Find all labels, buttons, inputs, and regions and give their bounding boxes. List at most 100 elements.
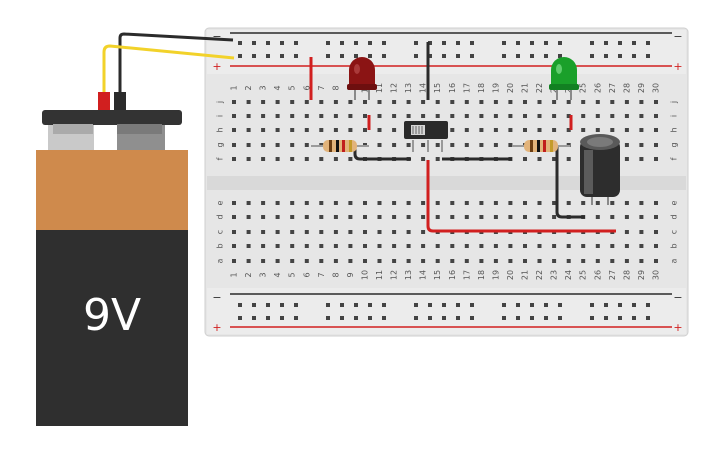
red-led xyxy=(347,57,377,100)
rail-hole xyxy=(382,54,386,58)
terminal-hole xyxy=(654,100,658,104)
terminal-hole xyxy=(319,201,324,205)
terminal-hole xyxy=(595,128,600,132)
terminal-hole xyxy=(493,244,498,248)
terminal-hole xyxy=(493,128,498,132)
terminal-hole xyxy=(377,201,382,205)
rail-hole xyxy=(604,54,608,58)
terminal-hole xyxy=(435,157,440,161)
column-number-bottom: 19 xyxy=(491,270,500,280)
terminal-hole xyxy=(319,259,324,263)
rail-hole xyxy=(414,54,418,58)
terminal-hole xyxy=(392,244,397,248)
terminal-hole xyxy=(435,143,440,147)
rail-hole xyxy=(238,41,242,45)
terminal-hole xyxy=(610,244,615,248)
column-number-top: 16 xyxy=(448,83,457,93)
rail-hole xyxy=(618,54,622,58)
rail-hole xyxy=(368,316,372,320)
column-number-bottom: 8 xyxy=(331,272,340,277)
rail-hole xyxy=(632,54,636,58)
rail-hole xyxy=(280,303,284,307)
terminal-hole xyxy=(595,100,600,104)
column-number-bottom: 20 xyxy=(506,270,515,280)
column-number-bottom: 28 xyxy=(622,270,631,280)
terminal-hole xyxy=(610,201,615,205)
terminal-hole xyxy=(508,244,513,248)
terminal-hole xyxy=(523,259,527,263)
rail-hole xyxy=(470,41,474,45)
rail-hole xyxy=(456,316,460,320)
terminal-hole xyxy=(464,143,469,147)
terminal-hole xyxy=(581,100,586,104)
rail-hole xyxy=(238,316,242,320)
red-wire-bottom xyxy=(426,160,616,233)
terminal-hole xyxy=(421,100,426,104)
terminal-hole xyxy=(275,215,280,219)
terminal-hole xyxy=(232,259,236,263)
column-number-bottom: 3 xyxy=(259,272,268,277)
column-number-bottom: 26 xyxy=(593,270,602,280)
terminal-hole xyxy=(275,114,280,118)
column-number-top: 29 xyxy=(637,83,646,93)
column-number-bottom: 30 xyxy=(652,270,661,280)
terminal-hole xyxy=(566,244,571,248)
rail-hole xyxy=(646,316,650,320)
top-power-rail xyxy=(207,30,686,74)
terminal-hole xyxy=(421,230,426,234)
rail-hole xyxy=(340,41,344,45)
terminal-hole xyxy=(610,100,615,104)
terminal-hole xyxy=(392,201,397,205)
terminal-hole xyxy=(261,157,266,161)
terminal-hole xyxy=(566,259,571,263)
rail-hole xyxy=(326,316,330,320)
capacitor-black-wire xyxy=(555,145,585,219)
terminal-hole xyxy=(479,244,484,248)
terminal-hole xyxy=(348,230,353,234)
row-label-right: b xyxy=(670,243,679,248)
terminal-hole xyxy=(363,244,367,248)
terminal-hole xyxy=(523,215,527,219)
terminal-hole xyxy=(581,201,586,205)
breadboard-labels: 1122334455667788991010111112121313141415… xyxy=(216,83,679,280)
rail-hole xyxy=(558,41,562,45)
column-number-bottom: 6 xyxy=(302,272,311,277)
terminal-hole xyxy=(654,143,658,147)
column-number-top: 13 xyxy=(404,83,413,93)
rail-hole xyxy=(266,303,270,307)
terminal-hole xyxy=(566,128,571,132)
terminal-hole xyxy=(232,143,236,147)
terminal-hole xyxy=(304,128,309,132)
terminal-hole xyxy=(348,100,353,104)
rail-hole xyxy=(618,316,622,320)
rail-hole xyxy=(590,41,594,45)
rail-hole xyxy=(252,303,256,307)
column-number-bottom: 27 xyxy=(608,270,617,280)
rail-hole xyxy=(326,41,330,45)
row-label-left: b xyxy=(216,243,225,248)
rail-hole xyxy=(558,54,562,58)
row-label-right: d xyxy=(670,214,679,219)
terminal-hole xyxy=(246,100,251,104)
terminal-hole xyxy=(537,157,542,161)
terminal-hole xyxy=(610,114,615,118)
terminal-hole xyxy=(421,157,426,161)
column-number-top: 8 xyxy=(331,85,340,90)
rail-hole xyxy=(238,54,242,58)
column-number-top: 17 xyxy=(462,83,471,93)
terminal-hole xyxy=(246,157,251,161)
bottom-right-plus-sign: + xyxy=(673,321,682,334)
column-number-bottom: 2 xyxy=(244,272,253,277)
rail-hole xyxy=(414,316,418,320)
terminal-hole xyxy=(275,201,280,205)
terminal-hole xyxy=(261,114,266,118)
terminal-hole xyxy=(581,114,586,118)
terminal-hole xyxy=(261,201,266,205)
terminal-hole xyxy=(523,157,527,161)
column-number-bottom: 14 xyxy=(419,270,428,280)
terminal-hole xyxy=(493,100,498,104)
terminal-hole xyxy=(319,128,324,132)
rail-hole xyxy=(590,303,594,307)
column-number-bottom: 12 xyxy=(390,270,399,280)
terminal-hole xyxy=(348,215,353,219)
